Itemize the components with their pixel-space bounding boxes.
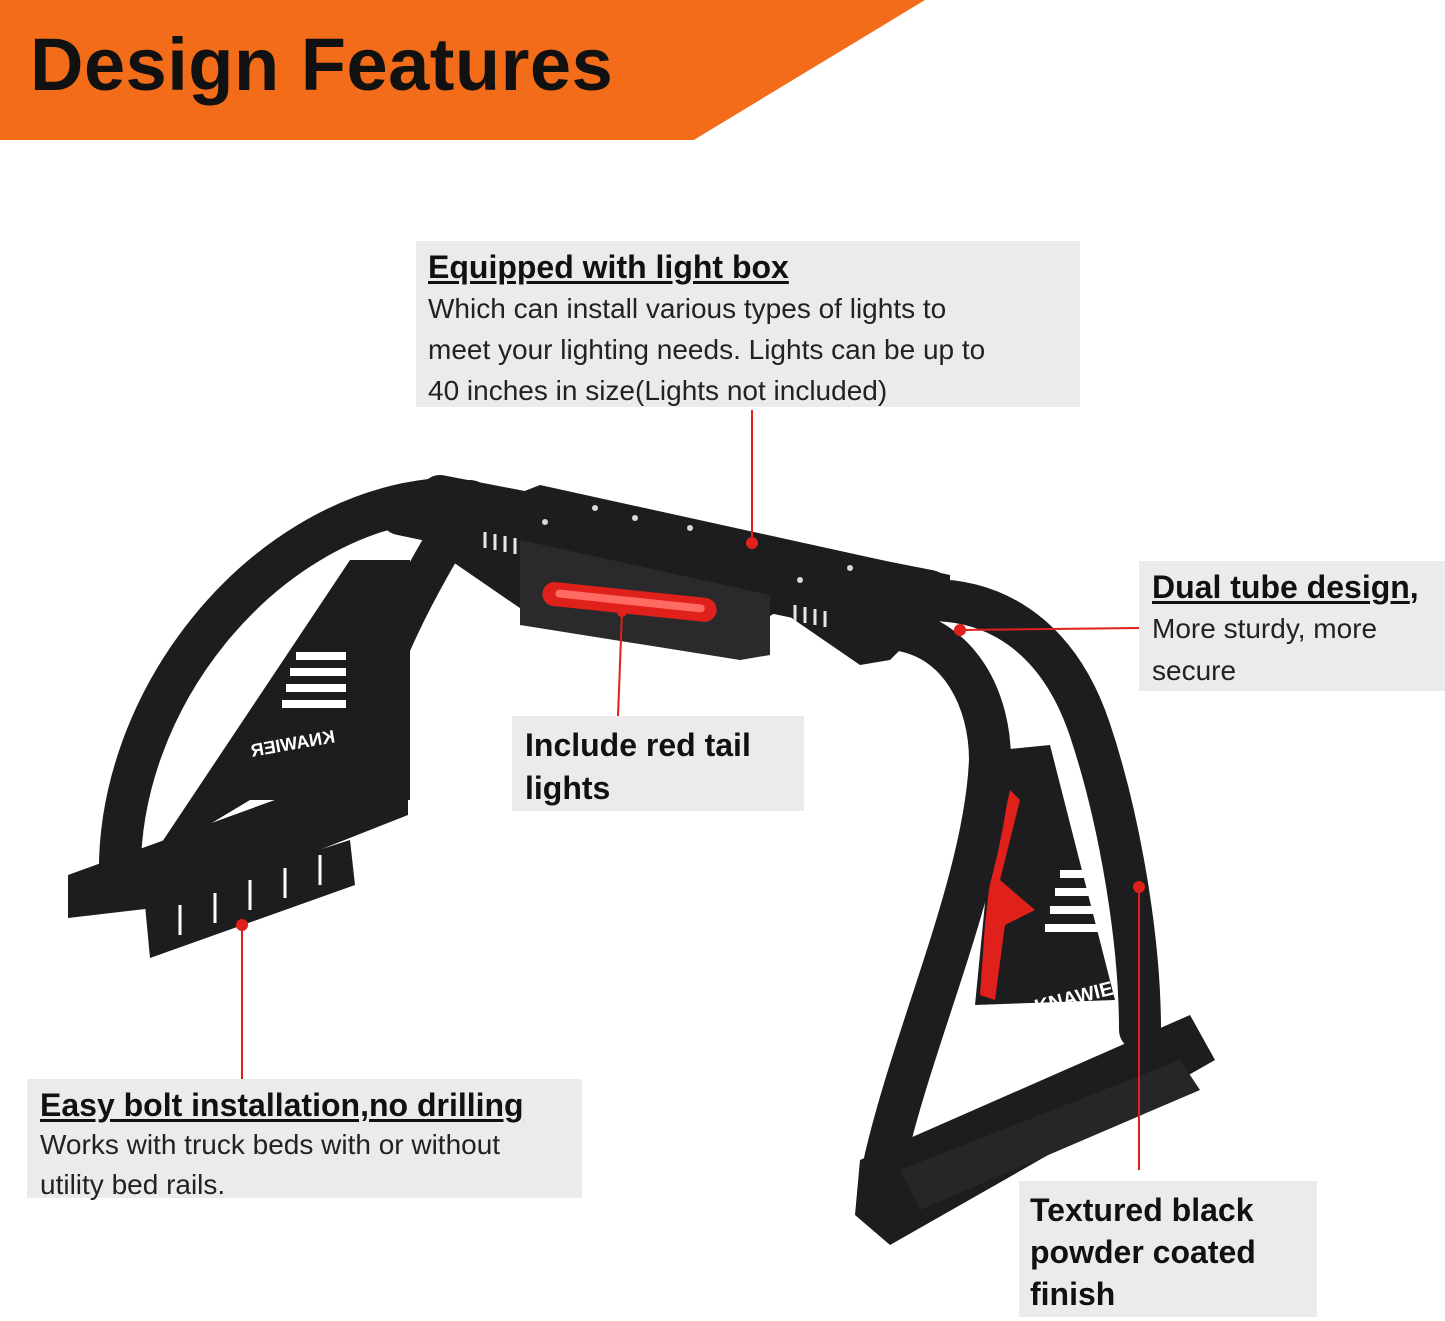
light-box-vents — [483, 532, 827, 627]
left-bed-mount — [68, 780, 408, 918]
callout-finish-line-2: powder coated — [1030, 1234, 1256, 1270]
callout-tail-lights-line-2: lights — [525, 770, 611, 806]
callout-dual-tube: Dual tube design, More sturdy, more secu… — [1139, 561, 1445, 691]
callout-bolt-install-line-1: Works with truck beds with or without — [40, 1129, 501, 1160]
left-outer-tube — [98, 479, 451, 901]
right-outer-tube — [909, 579, 1161, 1051]
callout-light-box-line-1: Which can install various types of light… — [428, 293, 947, 324]
callout-dual-tube-line-2: secure — [1152, 655, 1237, 686]
callout-dual-tube-comma: , — [1409, 569, 1419, 605]
callout-tail-lights: Include red tail lights — [512, 716, 804, 811]
callout-bolt-install-line-2: utility bed rails. — [40, 1169, 226, 1200]
callout-bolt-install-heading: Easy bolt installation,no drilling — [40, 1087, 524, 1123]
left-plate-vents — [282, 652, 346, 708]
callout-dual-tube-line-1: More sturdy, more — [1152, 613, 1378, 644]
callout-dual-tube-heading: Dual tube design — [1152, 569, 1410, 605]
callout-bolt-install: Easy bolt installation,no drilling Works… — [27, 1079, 582, 1200]
left-mount-slots — [178, 855, 322, 935]
callout-light-box-heading: Equipped with light box — [428, 249, 789, 285]
light-box-mount-holes — [542, 505, 853, 583]
callout-finish-line-3: finish — [1030, 1276, 1116, 1312]
callout-tail-lights-line-1: Include red tail — [525, 727, 751, 763]
rifle-graphic — [980, 790, 1035, 1000]
callout-light-box-line-3: 40 inches in size(Lights not included) — [428, 375, 888, 406]
callout-light-box: Equipped with light box Which can instal… — [416, 241, 1080, 407]
page-title: Design Features — [30, 23, 614, 106]
callout-leaders — [236, 410, 1145, 1170]
right-inner-tube — [864, 609, 1012, 1181]
callout-finish: Textured black powder coated finish — [1019, 1181, 1317, 1317]
callout-finish-line-1: Textured black — [1030, 1192, 1254, 1228]
callout-light-box-line-2: meet your lighting needs. Lights can be … — [428, 334, 986, 365]
